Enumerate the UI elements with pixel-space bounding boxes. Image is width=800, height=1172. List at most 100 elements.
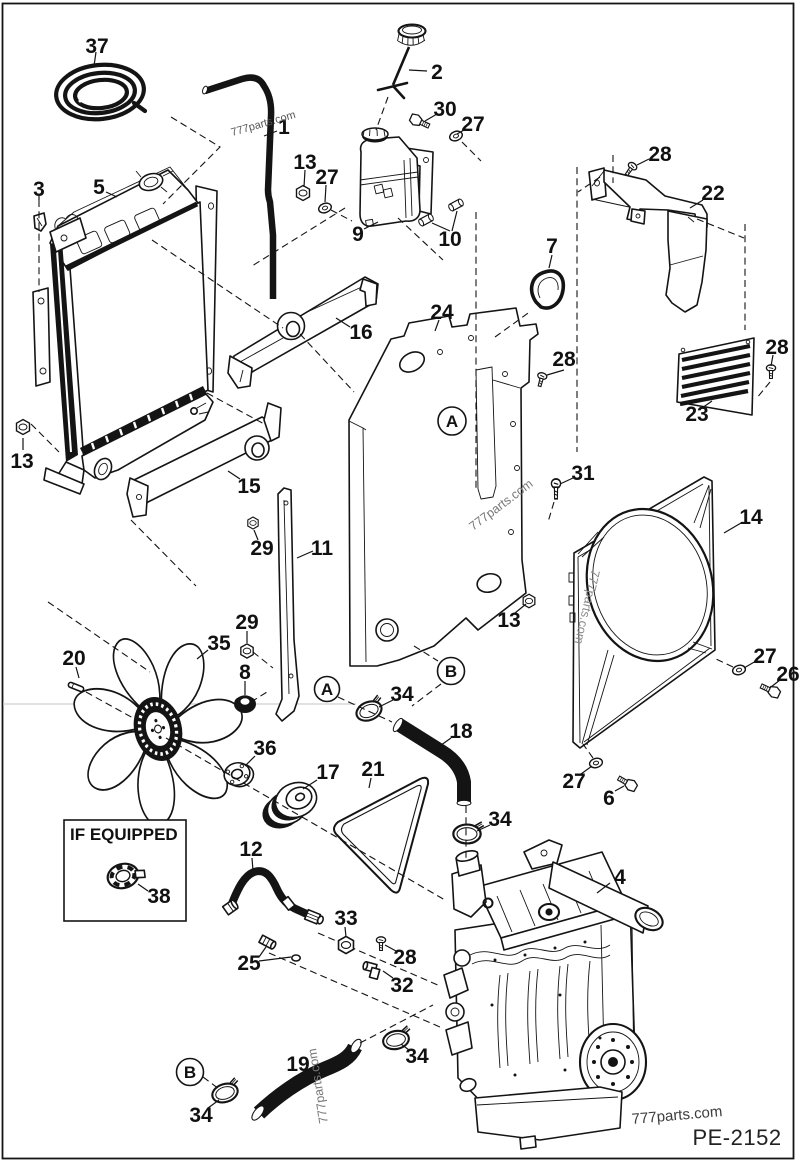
label-36[interactable]: 36 [253, 737, 276, 760]
label-9[interactable]: 9 [352, 223, 364, 246]
callout-a-clamp-label: A [321, 680, 333, 699]
label-3[interactable]: 3 [33, 178, 45, 201]
label-26[interactable]: 26 [776, 663, 799, 686]
label-23[interactable]: 23 [685, 403, 708, 426]
label-27d[interactable]: 27 [562, 770, 585, 793]
washer-27c [730, 663, 748, 677]
label-12[interactable]: 12 [239, 838, 262, 861]
label-28b[interactable]: 28 [765, 336, 789, 359]
part-baffle-panel-24 [348, 307, 539, 667]
nut-13a [295, 184, 311, 202]
nut-33 [337, 935, 355, 955]
label-18[interactable]: 18 [449, 720, 473, 743]
label-15[interactable]: 15 [237, 475, 261, 498]
label-33[interactable]: 33 [334, 907, 357, 930]
label-13b[interactable]: 13 [10, 450, 33, 473]
label-30[interactable]: 30 [433, 98, 456, 121]
clamp-34a [351, 693, 389, 726]
label-34b[interactable]: 34 [488, 808, 512, 831]
label-14[interactable]: 14 [739, 506, 763, 529]
nut-29a [247, 516, 259, 530]
bushing-10b [447, 197, 465, 213]
callouts: A A B B [175, 406, 467, 1087]
label-27a[interactable]: 27 [461, 113, 484, 136]
label-17[interactable]: 17 [316, 761, 339, 784]
part-spacer-36 [223, 761, 255, 788]
label-13c[interactable]: 13 [497, 609, 520, 632]
label-22[interactable]: 22 [701, 182, 724, 205]
label-7[interactable]: 7 [546, 235, 558, 258]
leader-lines [22, 51, 781, 1109]
part-belt-21 [333, 776, 430, 894]
callout-a-panel[interactable] [437, 406, 467, 436]
label-29b[interactable]: 29 [235, 611, 258, 634]
label-4[interactable]: 4 [614, 866, 626, 889]
part-clip-3 [33, 212, 47, 232]
nut-13b [15, 418, 31, 436]
label-10[interactable]: 10 [438, 228, 461, 251]
label-25[interactable]: 25 [237, 952, 261, 975]
label-31[interactable]: 31 [571, 462, 595, 485]
part-pin-20 [67, 681, 85, 693]
label-6[interactable]: 6 [603, 787, 615, 810]
bolt-30 [407, 111, 432, 132]
callout-b-panel-label: B [445, 662, 457, 681]
label-38[interactable]: 38 [147, 885, 171, 908]
label-27c[interactable]: 27 [753, 645, 776, 668]
label-1[interactable]: 1 [278, 116, 290, 139]
label-32[interactable]: 32 [390, 974, 413, 997]
label-24[interactable]: 24 [430, 301, 454, 324]
clamp-34c [208, 1076, 245, 1107]
clamp-34b [452, 820, 485, 845]
part-pulley-17 [262, 781, 318, 829]
if-equipped-label: IF EQUIPPED [70, 825, 178, 844]
part-bracket-16 [227, 276, 379, 389]
label-2[interactable]: 2 [431, 61, 443, 84]
label-11[interactable]: 11 [311, 537, 334, 560]
label-28c[interactable]: 28 [552, 348, 576, 371]
screw-28b [765, 364, 777, 380]
label-27b[interactable]: 27 [315, 166, 338, 189]
part-dipstick-cap-2 [376, 23, 427, 100]
part-bracket-15 [126, 402, 282, 518]
label-28d[interactable]: 28 [393, 946, 417, 969]
label-5[interactable]: 5 [93, 176, 105, 199]
part-fan-shroud-14 [568, 476, 716, 749]
label-34d[interactable]: 34 [405, 1045, 429, 1068]
drawing-code: PE-2152 [692, 1125, 781, 1150]
label-35[interactable]: 35 [207, 632, 231, 655]
label-34c[interactable]: 34 [189, 1104, 213, 1127]
part-upper-hose-18 [392, 717, 472, 807]
screw-31 [550, 477, 562, 500]
oring-25b [290, 954, 301, 962]
callout-b-panel[interactable] [436, 656, 466, 686]
part-thermostat-38 [106, 862, 146, 890]
part-number-labels: 37 1 2 30 27 13 27 9 10 28 22 7 3 5 16 2… [10, 35, 799, 1127]
bolt-6 [615, 772, 640, 794]
part-grille-23 [676, 337, 755, 416]
nut-13c [522, 593, 536, 609]
label-29a[interactable]: 29 [250, 537, 273, 560]
label-28a[interactable]: 28 [648, 143, 672, 166]
fitting-25a [258, 934, 277, 950]
label-8[interactable]: 8 [239, 661, 251, 684]
callout-a-clamp[interactable] [313, 675, 341, 703]
label-19[interactable]: 19 [286, 1053, 309, 1076]
callout-b-hose[interactable] [175, 1057, 205, 1087]
label-37[interactable]: 37 [85, 35, 108, 58]
label-34a[interactable]: 34 [390, 683, 414, 706]
screw-28c [534, 371, 549, 389]
part-baffle-strip-11 [275, 487, 300, 722]
label-21[interactable]: 21 [361, 758, 385, 781]
watermark-hose: 777parts.com [305, 1048, 331, 1125]
label-20[interactable]: 20 [62, 647, 85, 670]
label-16[interactable]: 16 [349, 321, 372, 344]
washer-27b [316, 200, 334, 216]
label-13a[interactable]: 13 [293, 151, 316, 174]
part-engine-4 [443, 839, 664, 1150]
callout-b-hose-label: B [184, 1063, 196, 1082]
part-oil-hose-12 [221, 867, 324, 925]
part-overflow-hose-1 [202, 74, 277, 299]
